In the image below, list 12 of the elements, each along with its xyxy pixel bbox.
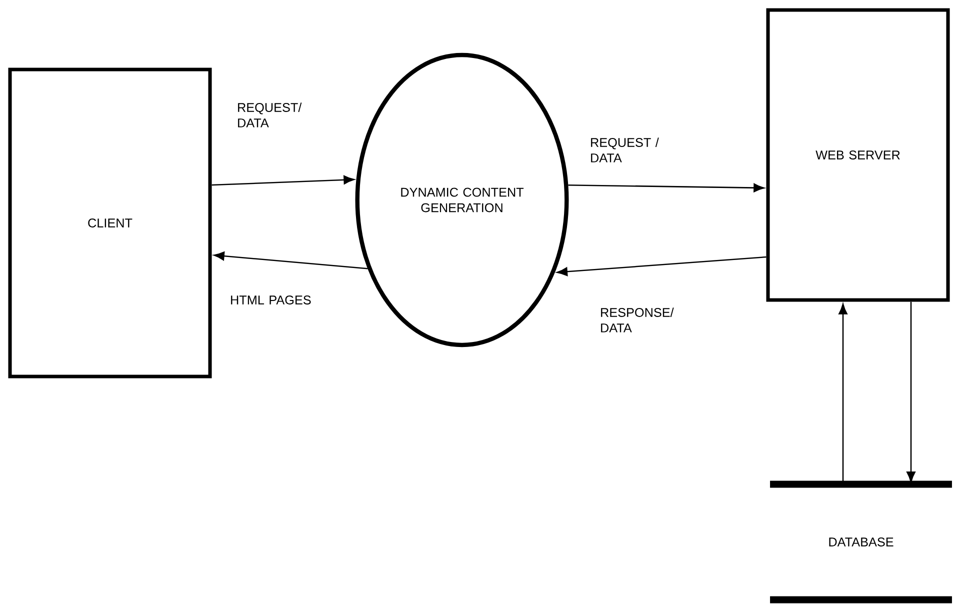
arrow — [556, 256, 766, 276]
process-box: CLIENT — [8, 68, 212, 378]
process-box: WEB SERVER — [766, 8, 950, 302]
arrow — [906, 302, 916, 482]
edge-label: HTML PAGES — [231, 296, 311, 304]
edge-label: RESPONSE/ DATA — [601, 308, 674, 332]
edge-label: REQUEST/ DATA — [238, 102, 302, 128]
arrow — [214, 252, 368, 270]
arrow — [568, 183, 764, 192]
arrow — [212, 175, 354, 186]
edge-label: REQUEST / DATA — [591, 138, 659, 162]
data-store: DATABASE — [766, 480, 956, 604]
